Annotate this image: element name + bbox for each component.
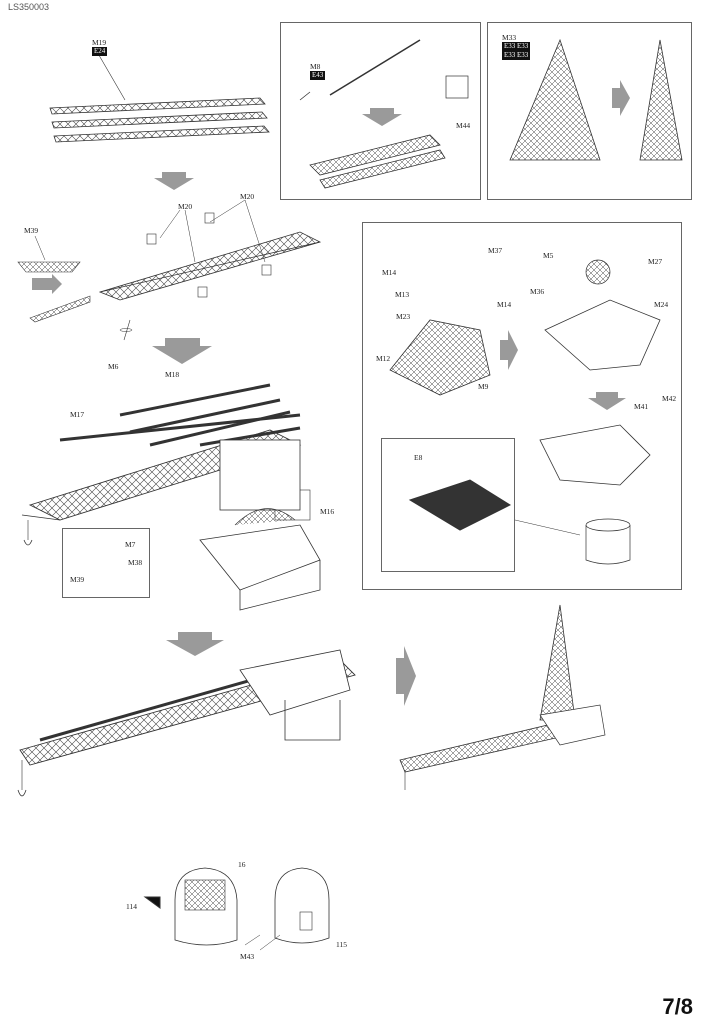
arrow-down-1 — [154, 172, 194, 190]
label-m39b: M39 — [70, 575, 85, 584]
step-truss-beams — [49, 49, 270, 143]
arrow-down-3 — [166, 632, 224, 656]
label-m18: M18 — [165, 370, 180, 379]
label-16: 16 — [238, 860, 246, 869]
hook-detail-frame — [62, 528, 150, 598]
label-114: 114 — [126, 902, 137, 911]
rod-panel — [299, 39, 469, 189]
tower-panel — [509, 38, 683, 161]
arrow-down-base — [588, 392, 626, 410]
label-m23: M23 — [396, 312, 411, 321]
label-e8: E8 — [414, 453, 423, 462]
label-m24: M24 — [654, 300, 669, 309]
tag-e33a: E33 E33 — [502, 42, 531, 51]
label-m42: M42 — [662, 394, 677, 403]
label-m14b: M14 — [497, 300, 512, 309]
label-m43: M43 — [240, 952, 255, 961]
arrow-down-rod — [362, 108, 402, 126]
step-final-crane — [399, 604, 606, 790]
label-m12: M12 — [376, 354, 391, 363]
tag-e43: E43 — [310, 71, 326, 80]
page-number: 7/8 — [662, 994, 693, 1019]
label-m5: M5 — [543, 251, 554, 260]
tower-panel-frame — [487, 22, 692, 200]
label-m44: M44 — [456, 121, 471, 130]
rod-panel-frame — [280, 22, 481, 200]
label-m6: M6 — [108, 362, 119, 371]
label-m19: M19 — [92, 38, 107, 47]
label-m16: M16 — [320, 507, 335, 516]
step-cab — [143, 867, 330, 951]
arrow-right-base — [500, 330, 518, 370]
arrow-down-2 — [152, 338, 212, 364]
tag-e33b: E33 E33 — [502, 51, 531, 60]
step-boom-with-rods — [21, 383, 321, 611]
base-plate-panel — [389, 259, 661, 565]
label-m17: M17 — [70, 410, 85, 419]
tag-e24: E24 — [92, 47, 108, 56]
label-m20a: M20 — [178, 202, 193, 211]
document-code: LS350003 — [8, 2, 50, 12]
label-m39: M39 — [24, 226, 39, 235]
label-m27: M27 — [648, 257, 663, 266]
label-m8: M8 — [310, 62, 321, 71]
label-m13: M13 — [395, 290, 410, 299]
arrow-right-small — [32, 274, 62, 294]
step-boom-assembly — [17, 199, 322, 341]
label-m37: M37 — [488, 246, 503, 255]
arrow-right-final — [396, 646, 416, 706]
step-final-boom — [17, 649, 356, 797]
label-m33: M33 — [502, 33, 517, 42]
label-115: 115 — [336, 940, 347, 949]
label-m9: M9 — [478, 382, 489, 391]
label-m41: M41 — [634, 402, 649, 411]
label-m7: M7 — [125, 540, 136, 549]
arrow-right-tower — [612, 80, 630, 116]
label-m14a: M14 — [382, 268, 397, 277]
base-plate-frame — [362, 222, 682, 590]
label-m20b: M20 — [240, 192, 255, 201]
base-plate-detail-frame — [381, 438, 515, 572]
label-m38: M38 — [128, 558, 143, 567]
label-m36: M36 — [530, 287, 545, 296]
